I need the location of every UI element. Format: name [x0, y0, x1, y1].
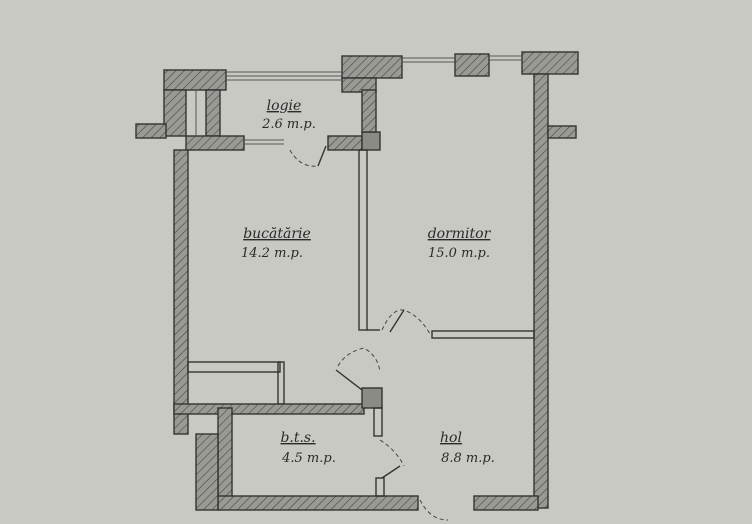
wall-column — [361, 131, 381, 151]
wall-top-pillar-2 — [454, 53, 490, 77]
wall-logie-right — [361, 89, 377, 133]
door-logie — [289, 149, 319, 167]
windows — [195, 55, 522, 145]
wall-logie-left-stub — [135, 123, 167, 139]
wall-kitchen-bath — [173, 403, 365, 415]
wall-logie-left-pillar — [163, 69, 227, 91]
wall-right-stub — [547, 125, 577, 139]
wall-top-right-corner — [521, 51, 579, 75]
wall-bath-left — [217, 407, 233, 501]
room-name-dormitor: dormitor — [428, 226, 492, 242]
room-name-logie: logie — [267, 98, 302, 114]
room-name-hol: hol — [440, 430, 462, 446]
wall-top-middle-post — [341, 77, 377, 93]
wall-logie-bottom-right — [327, 135, 363, 151]
wall-hall-bottom — [473, 495, 539, 511]
walls — [135, 51, 579, 511]
wall-bath-bottom — [217, 495, 419, 511]
room-area-bucatarie: 14.2 m.p. — [241, 246, 303, 261]
room-area-bts: 4.5 m.p. — [281, 451, 336, 466]
wall-bottom-left — [195, 433, 219, 511]
wall-top-middle-pillar — [341, 55, 403, 79]
room-area-hol: 8.8 m.p. — [441, 451, 495, 466]
room-labels: logie 2.6 m.p. bucătărie 14.2 m.p. dormi… — [241, 98, 495, 466]
wall-bath-right-lower — [375, 477, 385, 497]
room-area-logie: 2.6 m.p. — [261, 117, 316, 132]
wall-bedroom-hall — [431, 330, 535, 339]
wall-logie-left-post — [163, 89, 187, 137]
wall-kitchen-niche — [187, 361, 281, 373]
door-kitchen — [337, 347, 381, 373]
room-name-bts: b.t.s. — [280, 430, 315, 446]
wall-column-2 — [361, 387, 383, 409]
door-entrance — [419, 499, 449, 521]
room-name-bucatarie: bucătărie — [243, 226, 311, 242]
wall-logie-inner-post — [205, 89, 221, 137]
doors — [289, 145, 449, 521]
door-bath — [379, 439, 405, 467]
wall-kitchen-left — [173, 149, 189, 435]
wall-kitchen-bedroom — [358, 149, 368, 331]
wall-right-exterior — [533, 73, 549, 509]
wall-bath-right-upper — [373, 407, 383, 437]
room-area-dormitor: 15.0 m.p. — [428, 246, 490, 261]
wall-logie-bottom-left — [185, 135, 245, 151]
